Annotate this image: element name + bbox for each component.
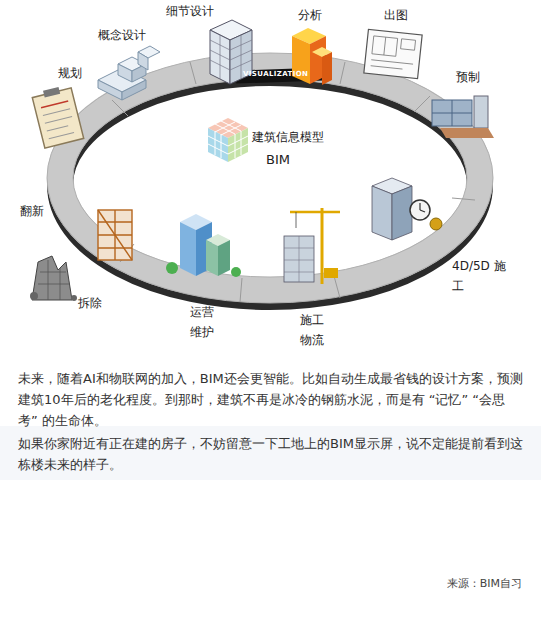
center-subtitle: BIM xyxy=(266,152,290,169)
source-note: 来源：BIM自习 xyxy=(400,577,522,591)
center-title: 建筑信息模型 xyxy=(252,130,324,146)
concept-model-icon xyxy=(98,46,160,100)
stage-label: 翻新 xyxy=(20,204,44,220)
construction-crane-icon xyxy=(284,208,340,284)
ring-band-label: VISUALIZATION xyxy=(243,70,308,79)
ring-inner-line xyxy=(73,79,467,277)
stage-label: 预制 xyxy=(456,70,480,86)
ring-outer-line xyxy=(47,53,493,303)
stage-label: 规划 xyxy=(58,66,82,82)
stage-label: 拆除 xyxy=(78,296,102,312)
stage-label: 运营 维护 xyxy=(190,302,219,342)
stage-label: 出图 xyxy=(384,8,408,24)
4d5d-building-icon xyxy=(372,178,442,240)
stage-label: 4D/5D 施 工 xyxy=(452,256,510,296)
demolition-icon xyxy=(30,256,77,301)
body-paragraph: 未来，随着AI和物联网的加入，BIM还会更智能。比如自动生成最省钱的设计方案，预… xyxy=(18,368,523,431)
stage-label: 施工 物流 xyxy=(300,310,329,350)
drawings-icon xyxy=(364,29,422,78)
clipboard-icon xyxy=(31,84,83,148)
prefab-icon xyxy=(432,96,494,138)
bim-cube-icon xyxy=(208,118,248,162)
ring-dividers xyxy=(112,62,475,302)
renovation-scaffold-icon xyxy=(98,210,132,260)
operation-buildings-icon xyxy=(166,214,241,277)
ring-surface xyxy=(60,66,480,290)
stage-label: 细节设计 xyxy=(166,4,214,20)
stage-label: 分析 xyxy=(298,8,322,24)
stage-label: 概念设计 xyxy=(98,28,146,44)
body-paragraph: 如果你家附近有正在建的房子，不妨留意一下工地上的BIM显示屏，说不定能提前看到这… xyxy=(18,433,523,475)
